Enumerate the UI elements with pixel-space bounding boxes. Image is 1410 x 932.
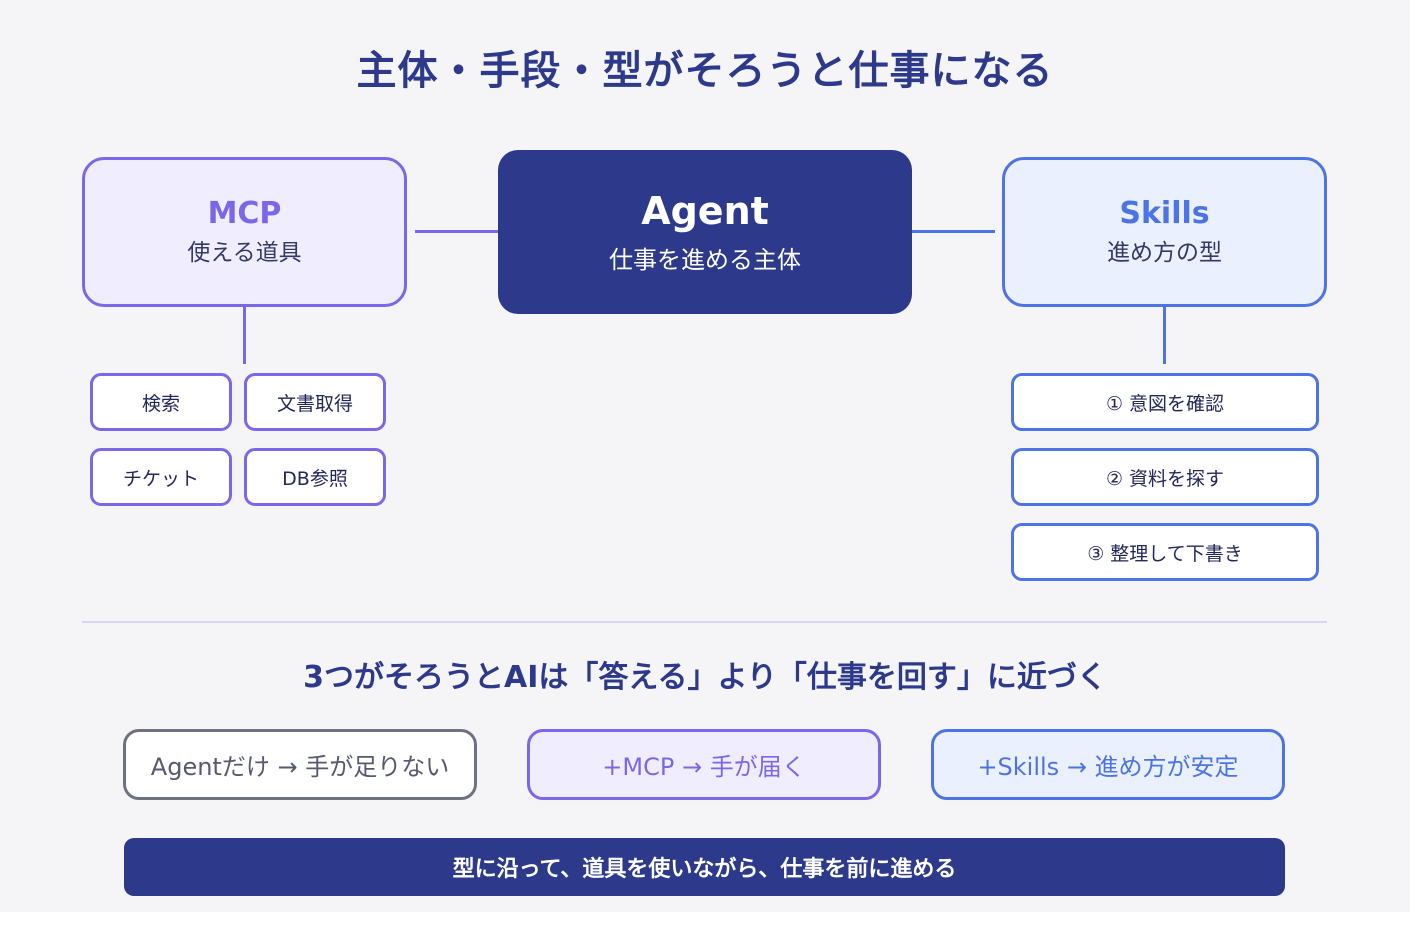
skills-step-1: ① 意図を確認 <box>1011 373 1319 431</box>
skills-subtitle: 進め方の型 <box>1107 240 1222 267</box>
diagram-canvas: 主体・手段・型がそろうと仕事になる MCP 使える道具 Agent 仕事を進める… <box>82 48 1327 896</box>
section-divider <box>82 621 1327 623</box>
connector-mcp-agent <box>415 230 498 233</box>
mcp-tool-ticket: チケット <box>90 448 232 506</box>
connector-mcp-tools <box>243 307 246 364</box>
agent-subtitle: 仕事を進める主体 <box>609 246 801 275</box>
mcp-title: MCP <box>207 196 282 232</box>
mcp-card: MCP 使える道具 <box>82 157 407 307</box>
mcp-tool-db-ref: DB参照 <box>244 448 386 506</box>
mcp-subtitle: 使える道具 <box>187 240 302 267</box>
stage-plus-mcp: +MCP → 手が届く <box>527 729 881 800</box>
skills-card: Skills 進め方の型 <box>1002 157 1327 307</box>
skills-step-3: ③ 整理して下書き <box>1011 523 1319 581</box>
agent-card: Agent 仕事を進める主体 <box>498 150 912 314</box>
stage-plus-skills: +Skills → 進め方が安定 <box>931 729 1285 800</box>
skills-title: Skills <box>1119 196 1210 232</box>
skills-step-2: ② 資料を探す <box>1011 448 1319 506</box>
summary-banner: 型に沿って、道具を使いながら、仕事を前に進める <box>124 838 1285 896</box>
connector-agent-skills <box>912 230 995 233</box>
stage-agent-only: Agentだけ → 手が足りない <box>123 729 477 800</box>
connector-skills-steps <box>1163 307 1166 364</box>
summary-headline: 3つがそろうとAIは「答える」より「仕事を回す」に近づく <box>303 660 1107 695</box>
agent-title: Agent <box>641 188 769 233</box>
mcp-tool-doc-fetch: 文書取得 <box>244 373 386 431</box>
page-title: 主体・手段・型がそろうと仕事になる <box>356 48 1054 94</box>
mcp-tool-search: 検索 <box>90 373 232 431</box>
